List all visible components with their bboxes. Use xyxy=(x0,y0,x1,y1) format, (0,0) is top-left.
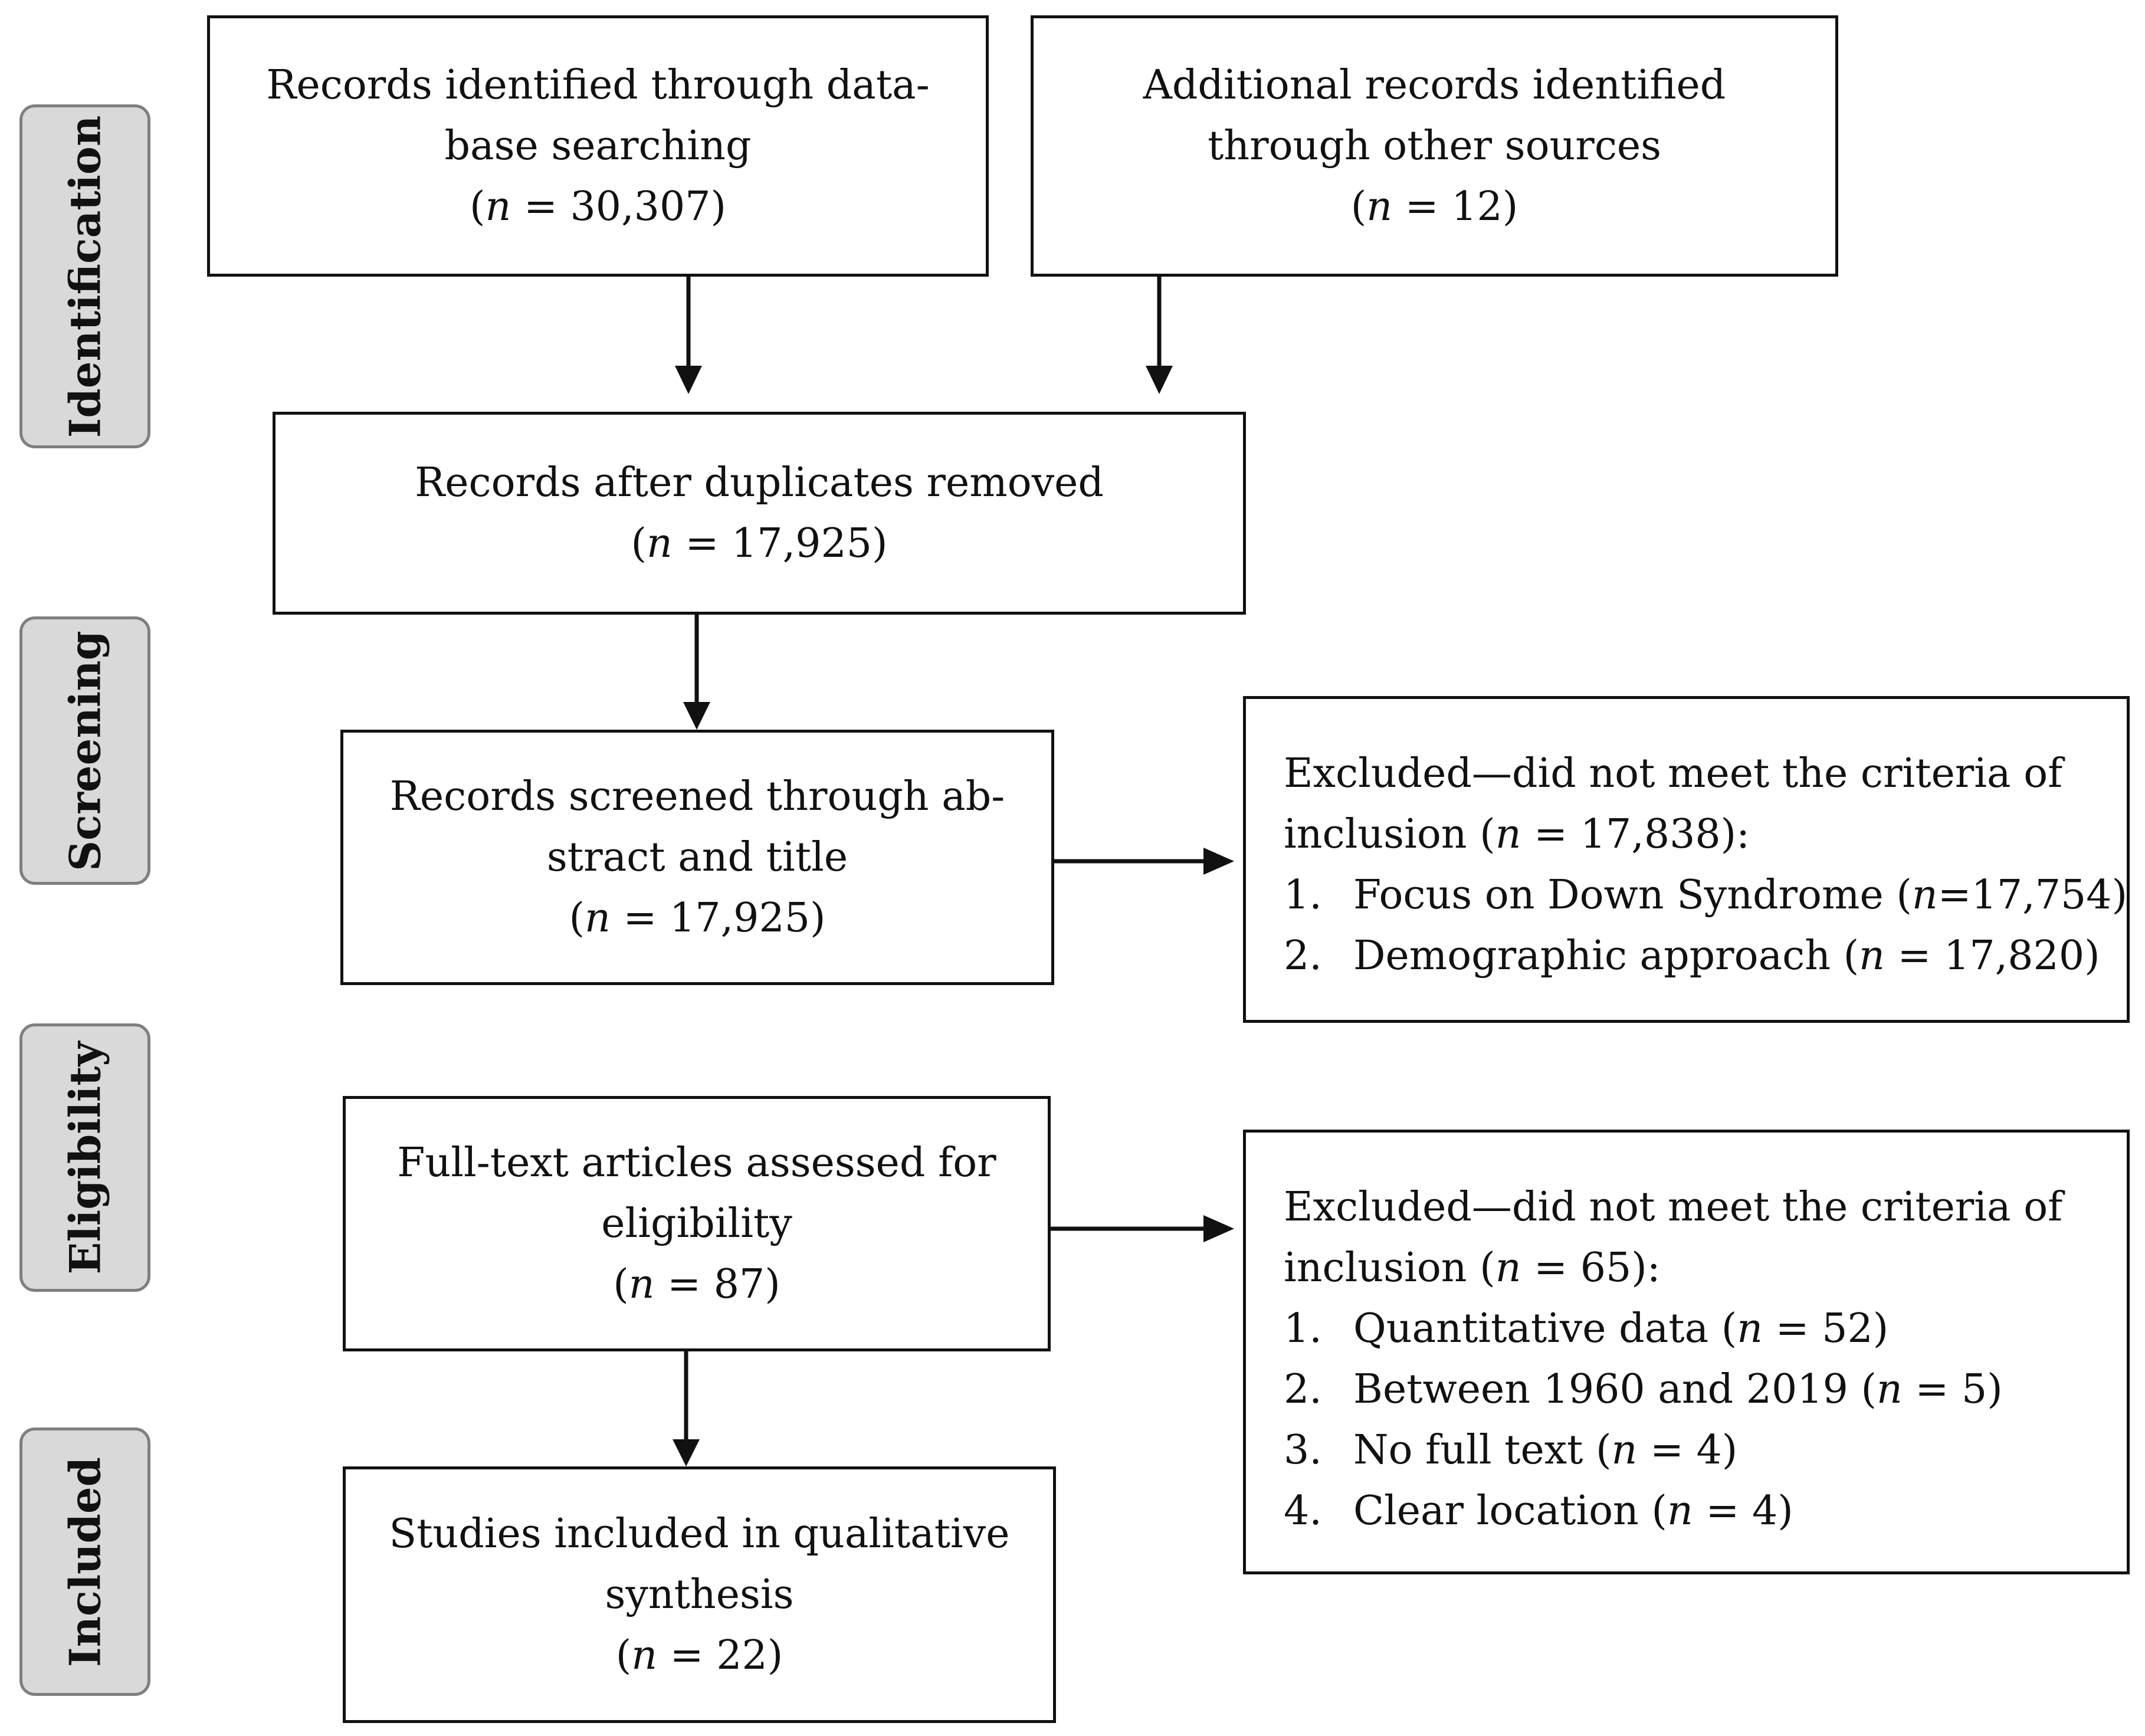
studies-included-line2: synthesis xyxy=(605,1571,794,1618)
excluded-screening-line1: Excluded—did not meet the criteria of xyxy=(1284,750,2063,797)
excluded-screening-item: 2.Demographic approach (n = 17,820) xyxy=(1284,933,2100,979)
excluded-screening-item: 1.Focus on Down Syndrome (n=17,754) xyxy=(1284,872,2128,918)
records-screened-count: (n = 17,925) xyxy=(569,895,826,941)
box-full-text-articles: Full-text articles assessed for eligibil… xyxy=(343,1096,1051,1351)
excluded-eligibility-item: 1.Quantitative data (n = 52) xyxy=(1284,1305,1889,1352)
other-sources-line2: through other sources xyxy=(1207,123,1662,169)
arrowhead-excluded-eligibility xyxy=(1203,1215,1234,1242)
arrowhead-other xyxy=(1146,366,1173,394)
stage-identification-label: Identification xyxy=(60,115,110,438)
stage-included: Included xyxy=(19,1427,150,1696)
arrowhead-screened xyxy=(683,702,710,730)
box-studies-included: Studies included in qualitative synthesi… xyxy=(343,1466,1056,1723)
arrowhead-included xyxy=(673,1439,700,1466)
stage-screening-label: Screening xyxy=(60,630,110,871)
box-database-records: Records identified through data- base se… xyxy=(207,15,989,277)
excluded-eligibility-line2: inclusion (n = 65): xyxy=(1284,1245,1661,1291)
box-other-sources: Additional records identified through ot… xyxy=(1031,15,1838,277)
arrowhead-database xyxy=(675,366,702,394)
database-records-count: (n = 30,307) xyxy=(470,183,726,230)
excluded-eligibility-line1: Excluded—did not meet the criteria of xyxy=(1284,1184,2063,1230)
stage-identification: Identification xyxy=(19,104,150,448)
studies-included-line1: Studies included in qualitative xyxy=(389,1511,1010,1557)
arrowhead-excluded-screening xyxy=(1203,848,1234,875)
other-sources-count: (n = 12) xyxy=(1350,183,1518,230)
excluded-eligibility-item: 3.No full text (n = 4) xyxy=(1284,1427,1738,1474)
stage-eligibility: Eligibility xyxy=(19,1023,150,1292)
other-sources-line1: Additional records identified xyxy=(1143,62,1726,109)
box-excluded-screening: Excluded—did not meet the criteria of in… xyxy=(1243,696,2130,1023)
full-text-count: (n = 87) xyxy=(613,1261,780,1308)
excluded-screening-line2: inclusion (n = 17,838): xyxy=(1284,811,1750,858)
box-excluded-eligibility: Excluded—did not meet the criteria of in… xyxy=(1243,1130,2130,1574)
box-duplicates-removed: Records after duplicates removed (n = 17… xyxy=(273,412,1246,615)
duplicates-removed-count: (n = 17,925) xyxy=(631,520,888,567)
records-screened-line1: Records screened through ab- xyxy=(389,773,1005,820)
database-records-line2: base searching xyxy=(444,123,752,169)
stage-screening: Screening xyxy=(19,616,150,885)
box-records-screened: Records screened through ab- stract and … xyxy=(340,730,1054,985)
full-text-line1: Full-text articles assessed for xyxy=(397,1140,996,1186)
excluded-eligibility-item: 2.Between 1960 and 2019 (n = 5) xyxy=(1284,1366,2003,1413)
excluded-eligibility-item: 4.Clear location (n = 4) xyxy=(1284,1488,1793,1534)
duplicates-removed-line1: Records after duplicates removed xyxy=(415,460,1104,506)
full-text-line2: eligibility xyxy=(601,1200,792,1247)
database-records-line1: Records identified through data- xyxy=(266,62,930,109)
studies-included-count: (n = 22) xyxy=(615,1632,783,1679)
stage-included-label: Included xyxy=(60,1456,110,1667)
records-screened-line2: stract and title xyxy=(546,834,848,881)
stage-eligibility-label: Eligibility xyxy=(60,1041,110,1274)
